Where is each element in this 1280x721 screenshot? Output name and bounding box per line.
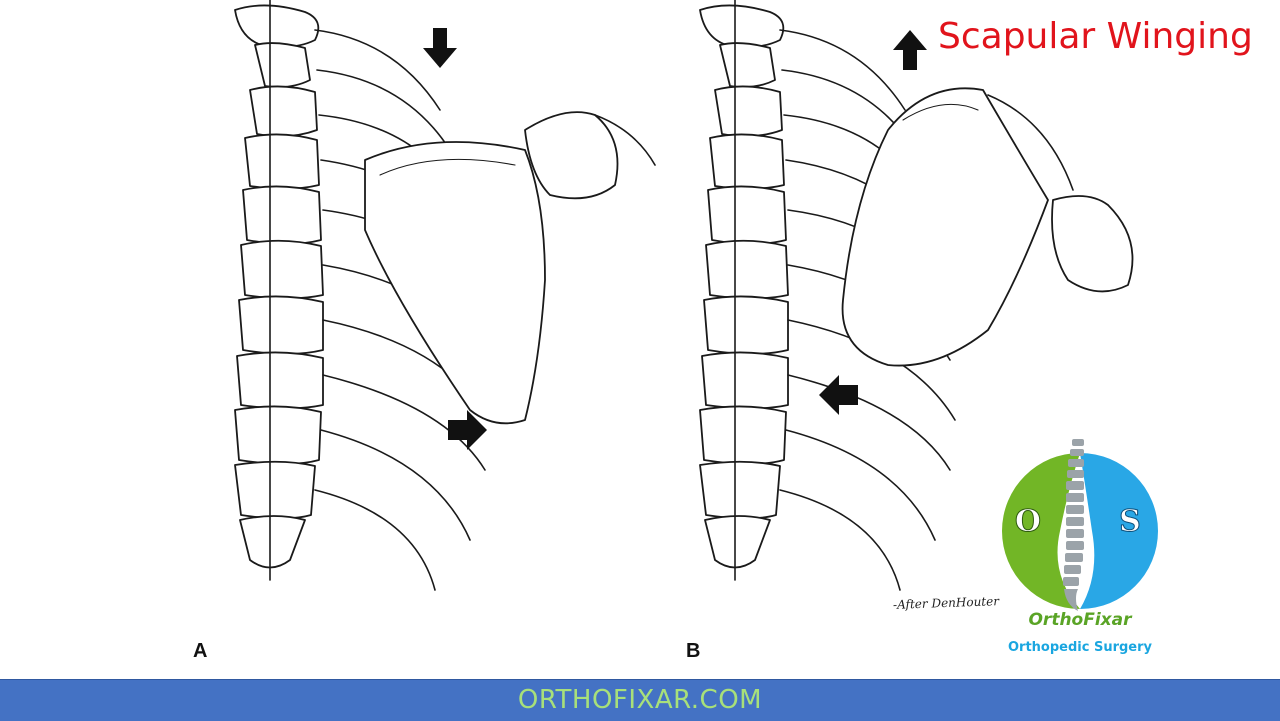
logo-letter-s: S xyxy=(1119,504,1141,539)
logo-blue-half xyxy=(1080,453,1158,609)
scapula xyxy=(841,87,1134,367)
logo-letter-o: O xyxy=(1015,504,1041,539)
logo-name: OrthoFixar xyxy=(1028,610,1132,630)
illustration-normal-scapula xyxy=(234,0,656,591)
illustration-winged-scapula xyxy=(699,0,1134,591)
spine-column xyxy=(699,0,789,581)
orthofixar-logo: O S xyxy=(1002,439,1158,611)
slide-title: Scapular Winging xyxy=(938,16,1253,57)
logo-spine xyxy=(1063,439,1084,611)
panel-label-a: A xyxy=(193,640,208,662)
panel-label-b: B xyxy=(686,640,701,662)
footer-bar: ORTHOFIXAR.COM xyxy=(0,679,1280,721)
left-arrow-icon xyxy=(819,375,858,415)
right-arrow-icon xyxy=(448,410,487,450)
logo-tagline: Orthopedic Surgery xyxy=(1007,640,1152,655)
ribs xyxy=(779,29,956,591)
up-arrow-icon xyxy=(893,30,927,70)
footer-website[interactable]: ORTHOFIXAR.COM xyxy=(517,685,763,715)
down-arrow-icon xyxy=(423,28,457,68)
scapula xyxy=(364,111,656,425)
spine-column xyxy=(234,0,324,581)
logo-green-half xyxy=(1002,453,1080,609)
